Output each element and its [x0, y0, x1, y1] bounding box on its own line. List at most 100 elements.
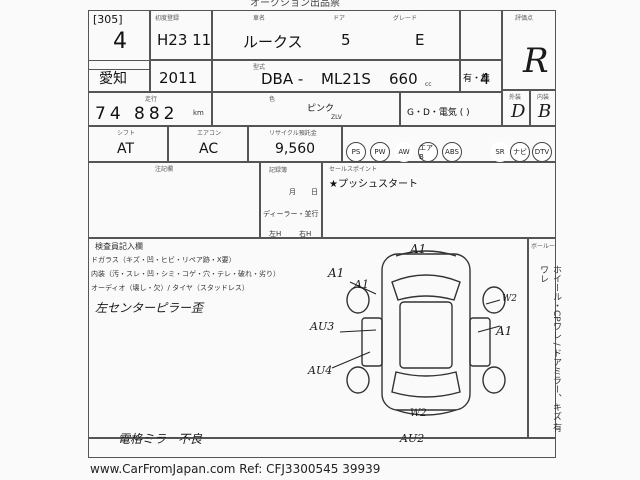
mark-au4: AU4	[308, 364, 333, 377]
record-month: 月	[289, 188, 296, 196]
ac-label: エアコン	[197, 130, 222, 137]
side-text: ホイール・CPワレ / ドアミラー、キズ 有ワレ	[538, 265, 561, 433]
lot-code: [305]	[93, 13, 123, 26]
color-cell: 色 ピンク ZLV	[212, 92, 400, 126]
sales-point-value: ★プッシュスタート	[329, 179, 418, 190]
car-windshield	[391, 274, 461, 301]
door-left	[361, 317, 383, 367]
option-airbag: エアB	[418, 142, 438, 162]
wheel-rear-left	[346, 366, 370, 394]
score-value: R	[523, 41, 549, 81]
model-prefix: DBA -	[261, 70, 304, 88]
mileage-value: 74 882	[95, 104, 179, 124]
mark-w2-rear: W2	[410, 408, 427, 419]
recycle-value: 9,560	[275, 141, 316, 157]
mark-a1-right: A1	[496, 324, 513, 338]
inspector-cell: 検査員記入欄 ドガラス（キズ・凹・ヒビ・リペア跡・X要） 内装（汚・スレ・凹・シ…	[88, 238, 528, 438]
model-cell: 型式 DBA - ML21S 660 cc	[212, 60, 460, 92]
small-col-cell	[460, 10, 502, 60]
lot-cell: [305] 4	[88, 10, 150, 70]
exterior-cell: 外装 D	[502, 90, 530, 126]
fuel-value: G・D・電気 ( )	[407, 108, 470, 118]
car-name-value: ルークス	[243, 33, 303, 51]
color-label: 色	[269, 96, 276, 103]
recycle-cell: リサイクル預託金 9,560	[248, 126, 342, 162]
grade-label: グレード	[393, 15, 418, 22]
car-rear-window	[391, 371, 461, 398]
inspector-line-3: オーディオ（壊し・欠）/ タイヤ（スタッドレス）	[91, 284, 249, 292]
exterior-value: D	[511, 101, 526, 122]
region-cell: 愛知	[88, 60, 150, 92]
option-dtv: DTV	[532, 142, 552, 162]
recycle-label: リサイクル預託金	[269, 130, 317, 137]
score-label: 評価点	[515, 15, 534, 22]
notes-cell: 注記欄	[88, 162, 260, 238]
record-day: 日	[311, 188, 318, 196]
front-bumper	[395, 250, 457, 257]
sales-point-cell: セールスポイント ★プッシュスタート	[322, 162, 556, 238]
doors-label: ドア	[333, 15, 346, 22]
shift-label: シフト	[117, 130, 136, 137]
grade-number: 4	[113, 29, 127, 54]
car-body-outline	[381, 253, 471, 411]
displacement-unit: cc	[425, 81, 432, 88]
region-value: 愛知	[99, 71, 127, 87]
shift-value: AT	[117, 141, 135, 157]
door-right	[469, 317, 491, 367]
bottom-note: 電格ミラー不良	[118, 432, 203, 446]
model-code-label: 型式	[253, 64, 266, 71]
option-navi: ナビ	[510, 142, 530, 162]
exterior-label: 外装	[509, 94, 522, 101]
grade-value: E	[415, 31, 425, 49]
first-reg-cell: 初度登録 H23 11	[150, 10, 212, 60]
shaken-cell: 有・無	[460, 60, 502, 92]
interior-value: B	[538, 101, 552, 122]
rear-bumper	[395, 409, 457, 416]
notes-label: 注記欄	[155, 166, 174, 173]
side-cell: ボールー ホイール・CPワレ / ドアミラー、キズ 有ワレ	[528, 238, 561, 438]
wheel-front-left	[346, 286, 370, 314]
mark-w2-right: W2	[502, 294, 517, 304]
inspector-line-2: 内装（汚・スレ・凹・シミ・コゲ・穴・テレ・破れ・劣り）	[91, 270, 280, 278]
car-name-label: 車名	[253, 15, 266, 22]
option-aw: AW	[394, 142, 414, 162]
sales-point-label: セールスポイント	[329, 166, 378, 173]
side-label: ボールー	[531, 243, 556, 250]
interior-label: 内装	[537, 94, 550, 101]
score-cell: 評価点 R	[502, 10, 556, 90]
car-name-cell: 車名 ルークス ドア 5 グレード E	[212, 10, 460, 60]
mileage-cell: 走行 74 882 km	[88, 92, 212, 126]
inspector-line-1: ドガラス（キズ・凹・ヒビ・リペア跡・X要）	[91, 256, 236, 264]
mark-au3: AU3	[310, 320, 335, 333]
ac-value: AC	[199, 141, 219, 157]
first-reg-label: 初度登録	[155, 15, 180, 22]
car-roof	[399, 301, 453, 369]
mark-a1-top: A1	[410, 242, 427, 256]
shaken-value: 有・無	[463, 74, 491, 84]
color-code: ZLV	[331, 114, 342, 121]
mileage-label: 走行	[145, 96, 158, 103]
model-year-cell: 2011	[150, 60, 212, 92]
shift-cell: シフト AT	[88, 126, 168, 162]
steering-right: 右H	[299, 230, 312, 238]
mark-a1-front: A1	[354, 278, 369, 291]
model-value: ML21S	[321, 70, 371, 88]
doors-value: 5	[341, 31, 351, 49]
option-sr: SR	[490, 142, 510, 162]
ac-cell: エアコン AC	[168, 126, 248, 162]
seats-value: 4	[480, 70, 490, 88]
record-label: 記録簿	[269, 167, 288, 174]
dealer-value: ディーラー・並行	[263, 210, 319, 218]
interior-cell: 内装 B	[530, 90, 556, 126]
wheel-front-right	[482, 286, 506, 314]
mark-a1-left: A1	[328, 266, 345, 280]
model-year-value: 2011	[159, 69, 198, 87]
bottom-row	[88, 438, 556, 458]
top-header: オークション出品票	[250, 0, 340, 9]
displacement-value: 660	[389, 70, 418, 88]
record-cell: 記録簿 月 日 ディーラー・並行 左H 右H	[260, 162, 322, 238]
footer-ref: www.CarFromJapan.com Ref: CFJ3300545 399…	[90, 462, 381, 476]
first-reg-value: H23 11	[157, 31, 212, 49]
